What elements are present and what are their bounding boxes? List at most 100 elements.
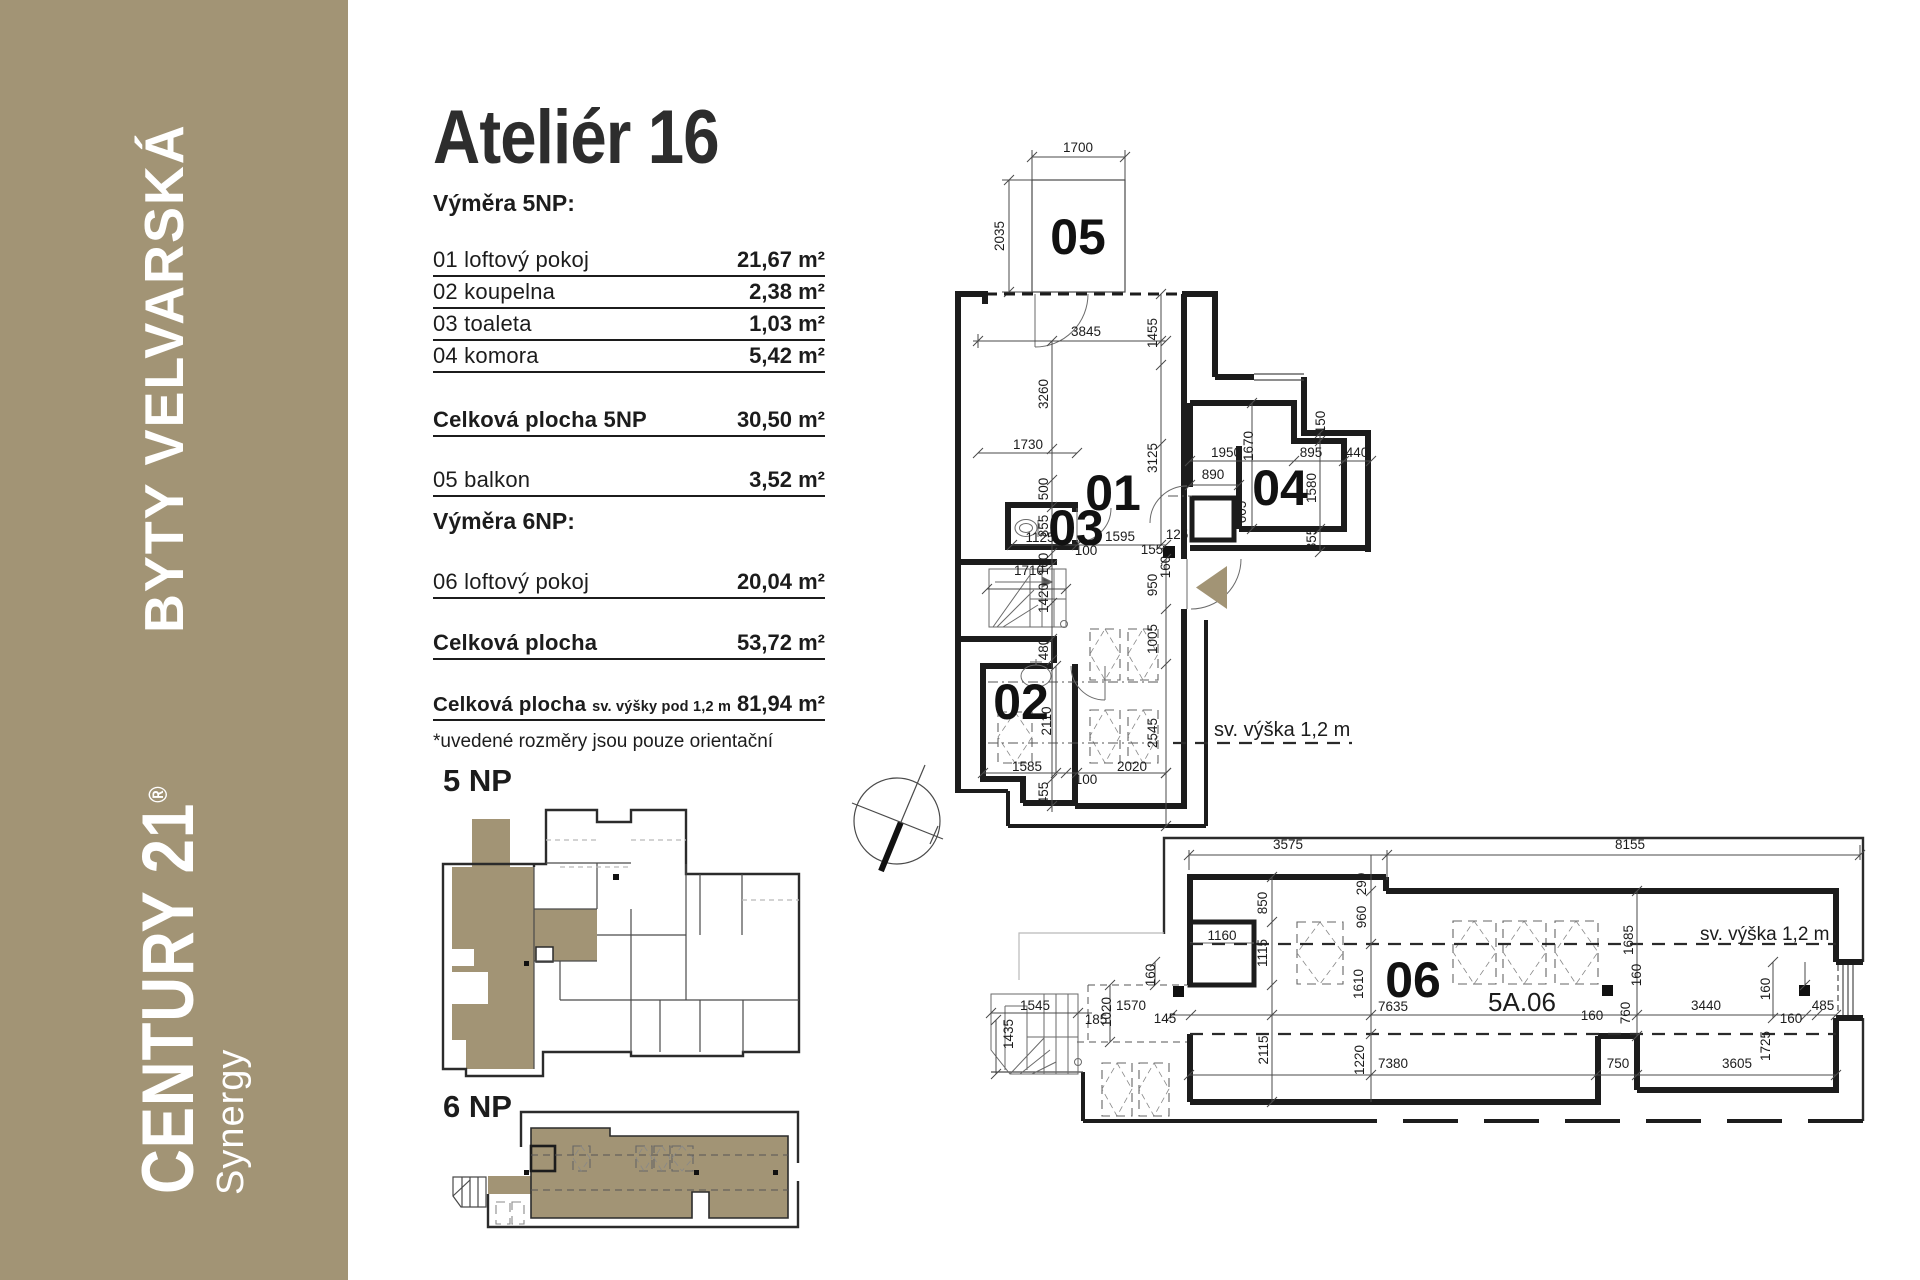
- shaft-box: [1189, 495, 1237, 543]
- table-row: 02 koupelna 2,38 m²: [433, 275, 825, 309]
- table-row: 03 toaleta 1,03 m²: [433, 307, 825, 341]
- roof-windows-mini: [495, 1145, 694, 1225]
- dimension-label: 1020: [1099, 997, 1114, 1027]
- closet-mini: [529, 1144, 557, 1173]
- dimension-label: 760: [1618, 1002, 1633, 1025]
- plan5-overview-notches: [448, 946, 554, 1004]
- dimension-label: 455: [1036, 782, 1051, 805]
- dimension-label: 160: [1629, 964, 1644, 987]
- height-lines-mini: [531, 1154, 788, 1191]
- roof-windows-6np: [1101, 920, 1599, 1117]
- toilet-symbol: [1014, 519, 1039, 537]
- basin-symbol: [1020, 659, 1052, 688]
- plan6-room-labels: 06: [1385, 952, 1441, 1008]
- dimension-label: 1670: [1241, 431, 1256, 461]
- plan6-walls: [1187, 874, 1863, 1105]
- dimension-label: 1595: [1105, 529, 1135, 544]
- dimension-label: 7380: [1378, 1056, 1408, 1071]
- dimension-label: 100: [1075, 772, 1098, 787]
- table-row: 04 komora 5,42 m²: [433, 339, 825, 373]
- row-label: Celková plocha 5NP: [433, 407, 647, 432]
- dimension-label: 1420: [1036, 583, 1051, 613]
- dimension-label: 485: [1812, 998, 1835, 1013]
- dimension-label: 100: [1075, 543, 1098, 558]
- dimension-label: 3440: [1691, 998, 1721, 1013]
- section-label-5np: Výměra 5NP:: [433, 190, 575, 216]
- row-value: 30,50 m²: [736, 407, 825, 432]
- plan6-height-note: sv. výška 1,2 m: [1700, 924, 1830, 945]
- dimension-label: 1580: [1304, 473, 1319, 503]
- column-dot: [524, 961, 529, 966]
- row-label: 02 koupelna: [433, 279, 556, 304]
- dimension-label: 500: [1036, 478, 1051, 501]
- table-row-subtotal: Celková plocha 5NP 30,50 m²: [433, 403, 825, 437]
- dimension-label: 850: [1255, 892, 1270, 915]
- plan5-overview-interior: [533, 862, 799, 1069]
- plan6-overview-unit: [488, 1128, 788, 1218]
- dimension-label: 895: [1300, 445, 1323, 460]
- row-label: 04 komora: [433, 343, 539, 368]
- column-dot: [613, 874, 619, 880]
- room-number-label: 05: [1050, 209, 1106, 265]
- dimension-label: 1710: [1014, 563, 1044, 578]
- dimension-label: 5A.06: [1488, 987, 1556, 1017]
- row-value: 3,52 m²: [749, 467, 825, 492]
- row-label: 06 loftový pokoj: [433, 569, 590, 594]
- dimension-label: 1570: [1116, 998, 1146, 1013]
- plan6-overview: [452, 1110, 800, 1229]
- dimension-label: 8155: [1615, 837, 1645, 852]
- room-number-label: 02: [993, 674, 1049, 730]
- dimension-label: 125: [1166, 527, 1189, 542]
- dimension-label: 3125: [1145, 443, 1160, 473]
- compass: [851, 764, 944, 873]
- right-niche-window: [1837, 965, 1854, 1015]
- dimension-label: 605: [1234, 501, 1249, 524]
- stairs-6np: [990, 993, 1082, 1075]
- row-value: 1,03 m²: [749, 311, 825, 336]
- balcony-outline: [1031, 179, 1126, 293]
- row-value: 5,42 m²: [749, 343, 825, 368]
- dimension-label: 1700: [1063, 140, 1093, 155]
- dimension-label: 1435: [1001, 1019, 1016, 1049]
- dimension-label: 160: [1758, 978, 1773, 1001]
- plan5-overview-light: [546, 839, 799, 901]
- table-row-balcony: 05 balkon 3,52 m²: [433, 463, 825, 497]
- dim-lines-5np: [972, 288, 1377, 832]
- columns-6np: [1173, 985, 1810, 997]
- dimension-label: 355: [1304, 528, 1319, 551]
- row-label-small: sv. výšky pod 1,2 m: [592, 699, 732, 715]
- row-value: 53,72 m²: [736, 630, 825, 655]
- sidebar: BYTY VELVARSKÁ CENTURY 21® Synergy: [0, 0, 348, 1280]
- plan5-walls: [955, 291, 1371, 809]
- row-value: 2,38 m²: [749, 279, 825, 304]
- dimension-label: 3260: [1036, 379, 1051, 409]
- dimension-label: 440: [1346, 445, 1369, 460]
- dimension-label: 2110: [1039, 706, 1054, 735]
- floor-label-5np: 5 NP: [443, 763, 512, 798]
- plan5-outer-boundary: [955, 620, 1208, 828]
- table-row: 06 loftový pokoj 20,04 m²: [433, 565, 825, 599]
- dimension-label: 160: [1780, 1011, 1803, 1026]
- table-row-total: Celková plocha 53,72 m²: [433, 626, 825, 660]
- row-value: 21,67 m²: [736, 247, 825, 272]
- dimension-label: 160: [1036, 553, 1051, 576]
- page-title: Ateliér 16: [433, 95, 720, 180]
- stairs-5np: [988, 568, 1068, 628]
- plan6-outer-boundary: [991, 836, 1865, 1123]
- dimension-label: 1545: [1020, 998, 1050, 1013]
- plan6-unit-code: 5A.06: [1488, 987, 1556, 1017]
- dimension-label: 1115: [1255, 939, 1270, 967]
- dimension-label: 3575: [1273, 837, 1303, 852]
- row-label: 03 toaleta: [433, 311, 532, 336]
- dimension-label: 890: [1202, 467, 1225, 482]
- room-number-label: 04: [1252, 460, 1308, 516]
- dimension-label: 1730: [1013, 437, 1043, 452]
- dimension-label: 185: [1085, 1012, 1108, 1027]
- dimension-label: 145: [1154, 1011, 1177, 1026]
- table-row: 01 loftový pokoj 21,67 m²: [433, 243, 825, 277]
- dim-lines-6np: [985, 845, 1866, 1108]
- dimension-label: 2035: [992, 221, 1007, 251]
